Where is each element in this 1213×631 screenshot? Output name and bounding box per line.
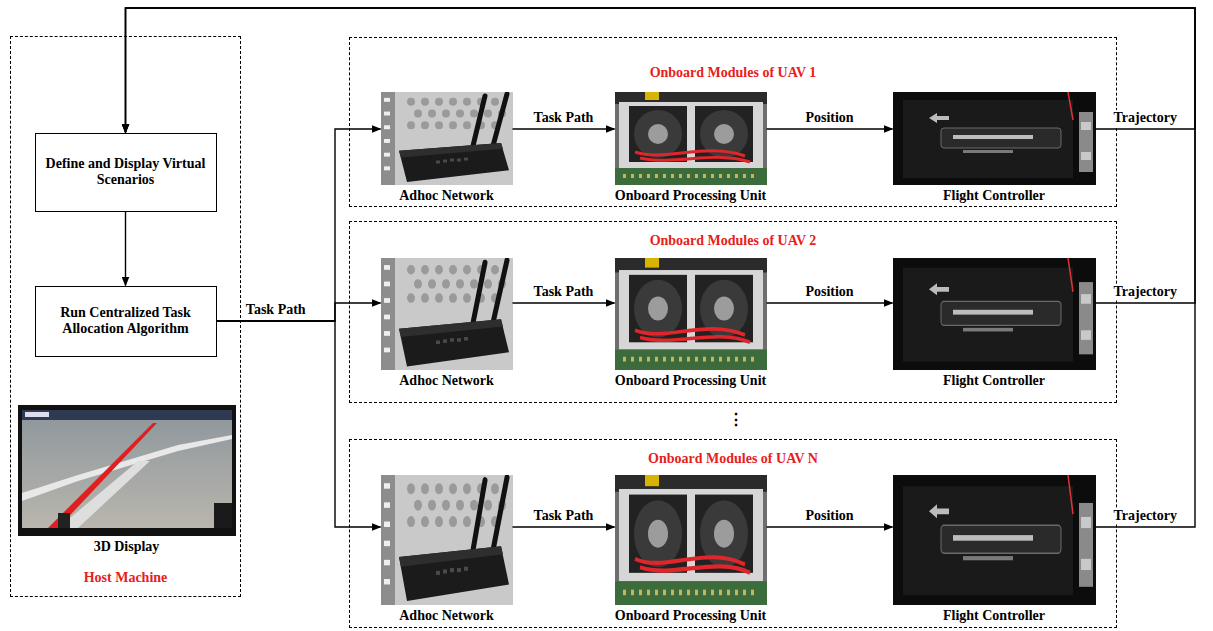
board-photo bbox=[615, 258, 767, 370]
board-photo bbox=[615, 92, 767, 185]
connector-arrow bbox=[513, 128, 615, 129]
connector-arrow bbox=[767, 526, 893, 527]
display-photo bbox=[18, 405, 236, 536]
device-photo: Flight Controller bbox=[893, 475, 1096, 605]
connector-arrow bbox=[513, 302, 615, 303]
edge-label: Task Path bbox=[532, 110, 596, 126]
process-box: Define and Display Virtual Scenarios bbox=[35, 133, 217, 212]
device-caption: Adhoc Network bbox=[321, 608, 573, 624]
device-caption: Flight Controller bbox=[833, 608, 1156, 624]
process-box: Run Centralized Task Allocation Algorith… bbox=[35, 286, 217, 357]
connector-arrow bbox=[767, 128, 893, 129]
board-photo bbox=[615, 475, 767, 605]
group-title: Onboard Modules of UAV 1 bbox=[350, 65, 1116, 81]
device-photo: Flight Controller bbox=[893, 258, 1096, 370]
box-label: Run Centralized Task Allocation Algorith… bbox=[44, 305, 208, 337]
edge-label: Trajectory bbox=[1112, 110, 1179, 126]
router-photo bbox=[381, 92, 513, 185]
device-photo: Adhoc Network bbox=[381, 258, 513, 370]
edge-label: Position bbox=[803, 284, 855, 300]
controller-photo bbox=[893, 92, 1096, 185]
edge-label: Task Path bbox=[244, 302, 308, 318]
device-caption: Onboard Processing Unit bbox=[555, 188, 827, 204]
ellipsis-mark: ⋮ bbox=[728, 412, 744, 428]
connector-arrow bbox=[217, 303, 381, 321]
group-title: Onboard Modules of UAV 2 bbox=[350, 233, 1116, 249]
module-group: Host Machine Define and Display Virtual S… bbox=[10, 36, 241, 597]
device-caption: Flight Controller bbox=[833, 188, 1156, 204]
connector-arrow bbox=[767, 302, 893, 303]
edge-label: Trajectory bbox=[1112, 508, 1179, 524]
device-photo: Adhoc Network bbox=[381, 92, 513, 185]
controller-photo bbox=[893, 258, 1096, 370]
device-photo: Onboard Processing Unit bbox=[615, 258, 767, 370]
connector-arrow bbox=[126, 8, 1196, 303]
connector-arrow bbox=[217, 321, 381, 527]
group-title: Host Machine bbox=[11, 570, 240, 586]
connector-arrow bbox=[126, 8, 1196, 527]
device-caption: Onboard Processing Unit bbox=[555, 608, 827, 624]
device-photo: Adhoc Network bbox=[381, 475, 513, 605]
device-caption: Adhoc Network bbox=[321, 188, 573, 204]
controller-photo bbox=[893, 475, 1096, 605]
device-caption: 3D Display bbox=[0, 539, 296, 555]
edge-label: Trajectory bbox=[1112, 284, 1179, 300]
connector-arrow bbox=[125, 212, 126, 286]
router-photo bbox=[381, 475, 513, 605]
edge-label: Task Path bbox=[532, 284, 596, 300]
router-photo bbox=[381, 258, 513, 370]
module-group: Onboard Modules of UAV 1Adhoc NetworkOnb… bbox=[349, 37, 1117, 207]
device-caption: Flight Controller bbox=[833, 373, 1156, 389]
connector-arrow bbox=[217, 129, 381, 321]
group-title: Onboard Modules of UAV N bbox=[350, 451, 1116, 467]
box-label: Define and Display Virtual Scenarios bbox=[44, 156, 208, 188]
connector-arrow bbox=[513, 526, 615, 527]
device-caption: Adhoc Network bbox=[321, 373, 573, 389]
module-group: Onboard Modules of UAV 2Adhoc NetworkOnb… bbox=[349, 221, 1117, 403]
edge-label: Task Path bbox=[532, 508, 596, 524]
edge-label: Position bbox=[803, 508, 855, 524]
module-group: Onboard Modules of UAV NAdhoc NetworkOnb… bbox=[349, 439, 1117, 628]
connector-arrow bbox=[126, 8, 1196, 133]
device-caption: Onboard Processing Unit bbox=[555, 373, 827, 389]
device-photo: Flight Controller bbox=[893, 92, 1096, 185]
device-photo: 3D Display bbox=[18, 405, 236, 536]
device-photo: Onboard Processing Unit bbox=[615, 475, 767, 605]
edge-label: Position bbox=[803, 110, 855, 126]
device-photo: Onboard Processing Unit bbox=[615, 92, 767, 185]
